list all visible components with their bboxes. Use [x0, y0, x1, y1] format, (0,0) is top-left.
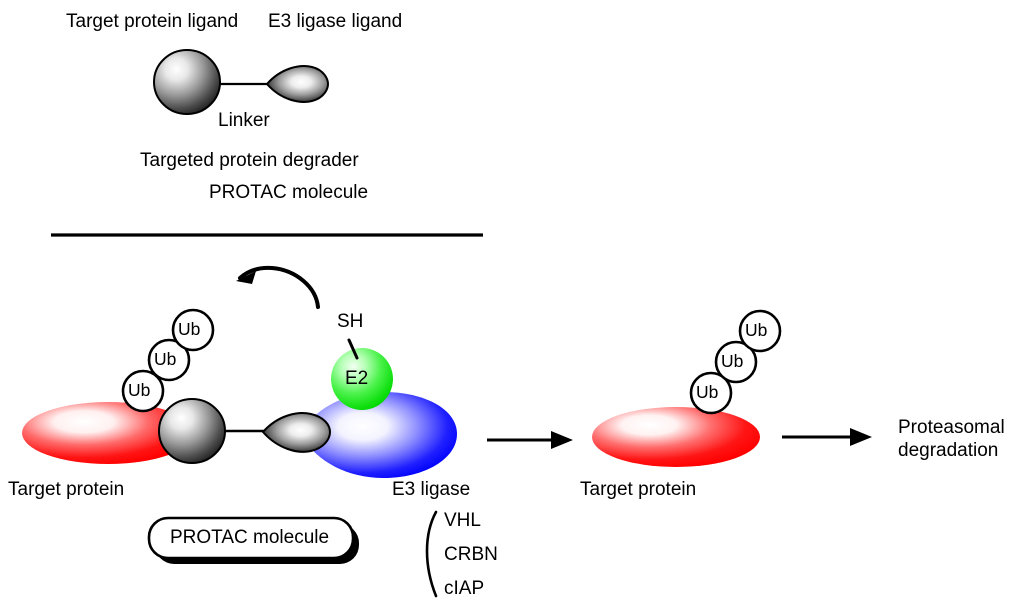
target-protein-ellipse-left: [22, 402, 194, 464]
target-protein-ellipse-right: [592, 407, 760, 467]
ubiquitin-label: Ub: [721, 351, 744, 371]
thiol-label: SH: [337, 311, 364, 332]
arrow-to-proteasomal-degradation: [782, 428, 872, 446]
ubiquitin-label: Ub: [128, 380, 151, 400]
ubiquitin-transfer-arrowhead: [236, 271, 256, 284]
top-protac-molecule-graphic: [153, 49, 330, 115]
protac-callout-label: PROTAC molecule: [170, 527, 330, 548]
ubiquitin-label: Ub: [745, 320, 768, 340]
target-protein-label-right: Target protein: [580, 479, 697, 500]
ubiquitin-label: Ub: [696, 382, 719, 402]
thiol-bond-line: [347, 338, 359, 360]
target-protein-label-left: Target protein: [8, 479, 125, 500]
ubiquitin-circle: [689, 371, 733, 415]
ubiquitinated-target-protein-graphic: [592, 309, 782, 467]
ubiquitin-circle: [147, 338, 191, 382]
e3-ligase-member-crbn: CRBN: [444, 544, 498, 565]
ubiquitin-circle: [738, 309, 782, 353]
proteasomal-degradation-label-line1: Proteasomal: [898, 417, 1005, 438]
e3-ligase-member-vhl: VHL: [444, 510, 481, 531]
ubiquitin-circle: [714, 340, 758, 384]
e3-ligase-label: E3 ligase: [392, 479, 471, 500]
arrow-to-ubiquitinated-protein: [487, 431, 573, 449]
e3-ligase-member-ciap: cIAP: [444, 578, 485, 599]
proteasomal-degradation-label-line2: degradation: [898, 440, 999, 461]
linker-label: Linker: [218, 110, 270, 131]
e3-ligase-members-brace: [425, 510, 438, 598]
ternary-complex-graphic: [22, 265, 457, 598]
protac-callout-outline: [147, 516, 355, 560]
e3-ligase-ligand-teardrop: [265, 65, 330, 103]
protac-molecule-label: PROTAC molecule: [209, 182, 369, 203]
targeted-protein-degrader-label: Targeted protein degrader: [140, 150, 359, 171]
e3-ligase-shape: [300, 392, 457, 478]
target-protein-ligand-sphere: [153, 49, 221, 115]
ubiquitin-label: Ub: [178, 319, 201, 339]
e2-enzyme-circle: [331, 348, 393, 410]
protac-callout-box: [147, 516, 359, 564]
e3-ligase-ligand-label: E3 ligase ligand: [268, 11, 403, 32]
ubiquitin-label: Ub: [154, 349, 177, 369]
complex-warhead-sphere: [158, 398, 226, 464]
ubiquitin-transfer-curved-arrow: [238, 265, 320, 309]
complex-e3-ligand-teardrop: [261, 412, 332, 453]
target-protein-ligand-label: Target protein ligand: [66, 11, 239, 32]
ubiquitin-circle: [121, 369, 165, 413]
ubiquitin-circle: [171, 308, 215, 352]
e2-enzyme-label: E2: [345, 368, 369, 389]
